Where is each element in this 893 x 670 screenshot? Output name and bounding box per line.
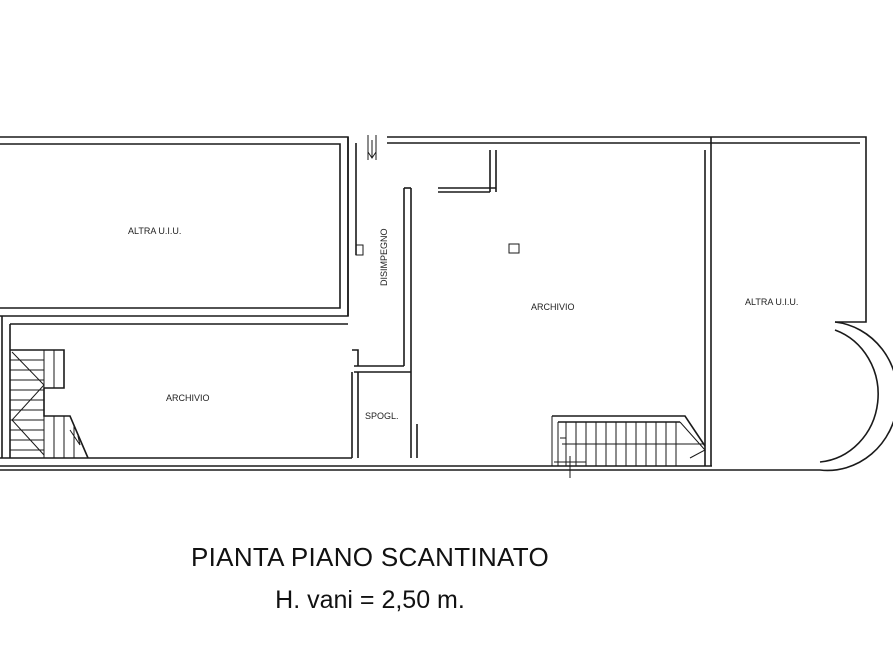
interior-walls bbox=[351, 137, 893, 472]
room-label-archivio-main: ARCHIVIO bbox=[531, 302, 575, 312]
plan-title: PIANTA PIANO SCANTINATO bbox=[191, 542, 549, 572]
room-label-archivio-left: ARCHIVIO bbox=[166, 393, 210, 403]
room-label-spogl: SPOGL. bbox=[365, 411, 399, 421]
room-label-altra-right: ALTRA U.I.U. bbox=[745, 297, 798, 307]
plan-subtitle: H. vani = 2,50 m. bbox=[275, 586, 465, 614]
outer-walls bbox=[0, 136, 867, 471]
left-staircase bbox=[10, 349, 89, 459]
room-label-disimpegno: DISIMPEGNO bbox=[379, 228, 389, 286]
right-staircase bbox=[551, 415, 706, 478]
entrance-arrow bbox=[367, 135, 377, 160]
room-label-altra-left: ALTRA U.I.U. bbox=[128, 226, 181, 236]
